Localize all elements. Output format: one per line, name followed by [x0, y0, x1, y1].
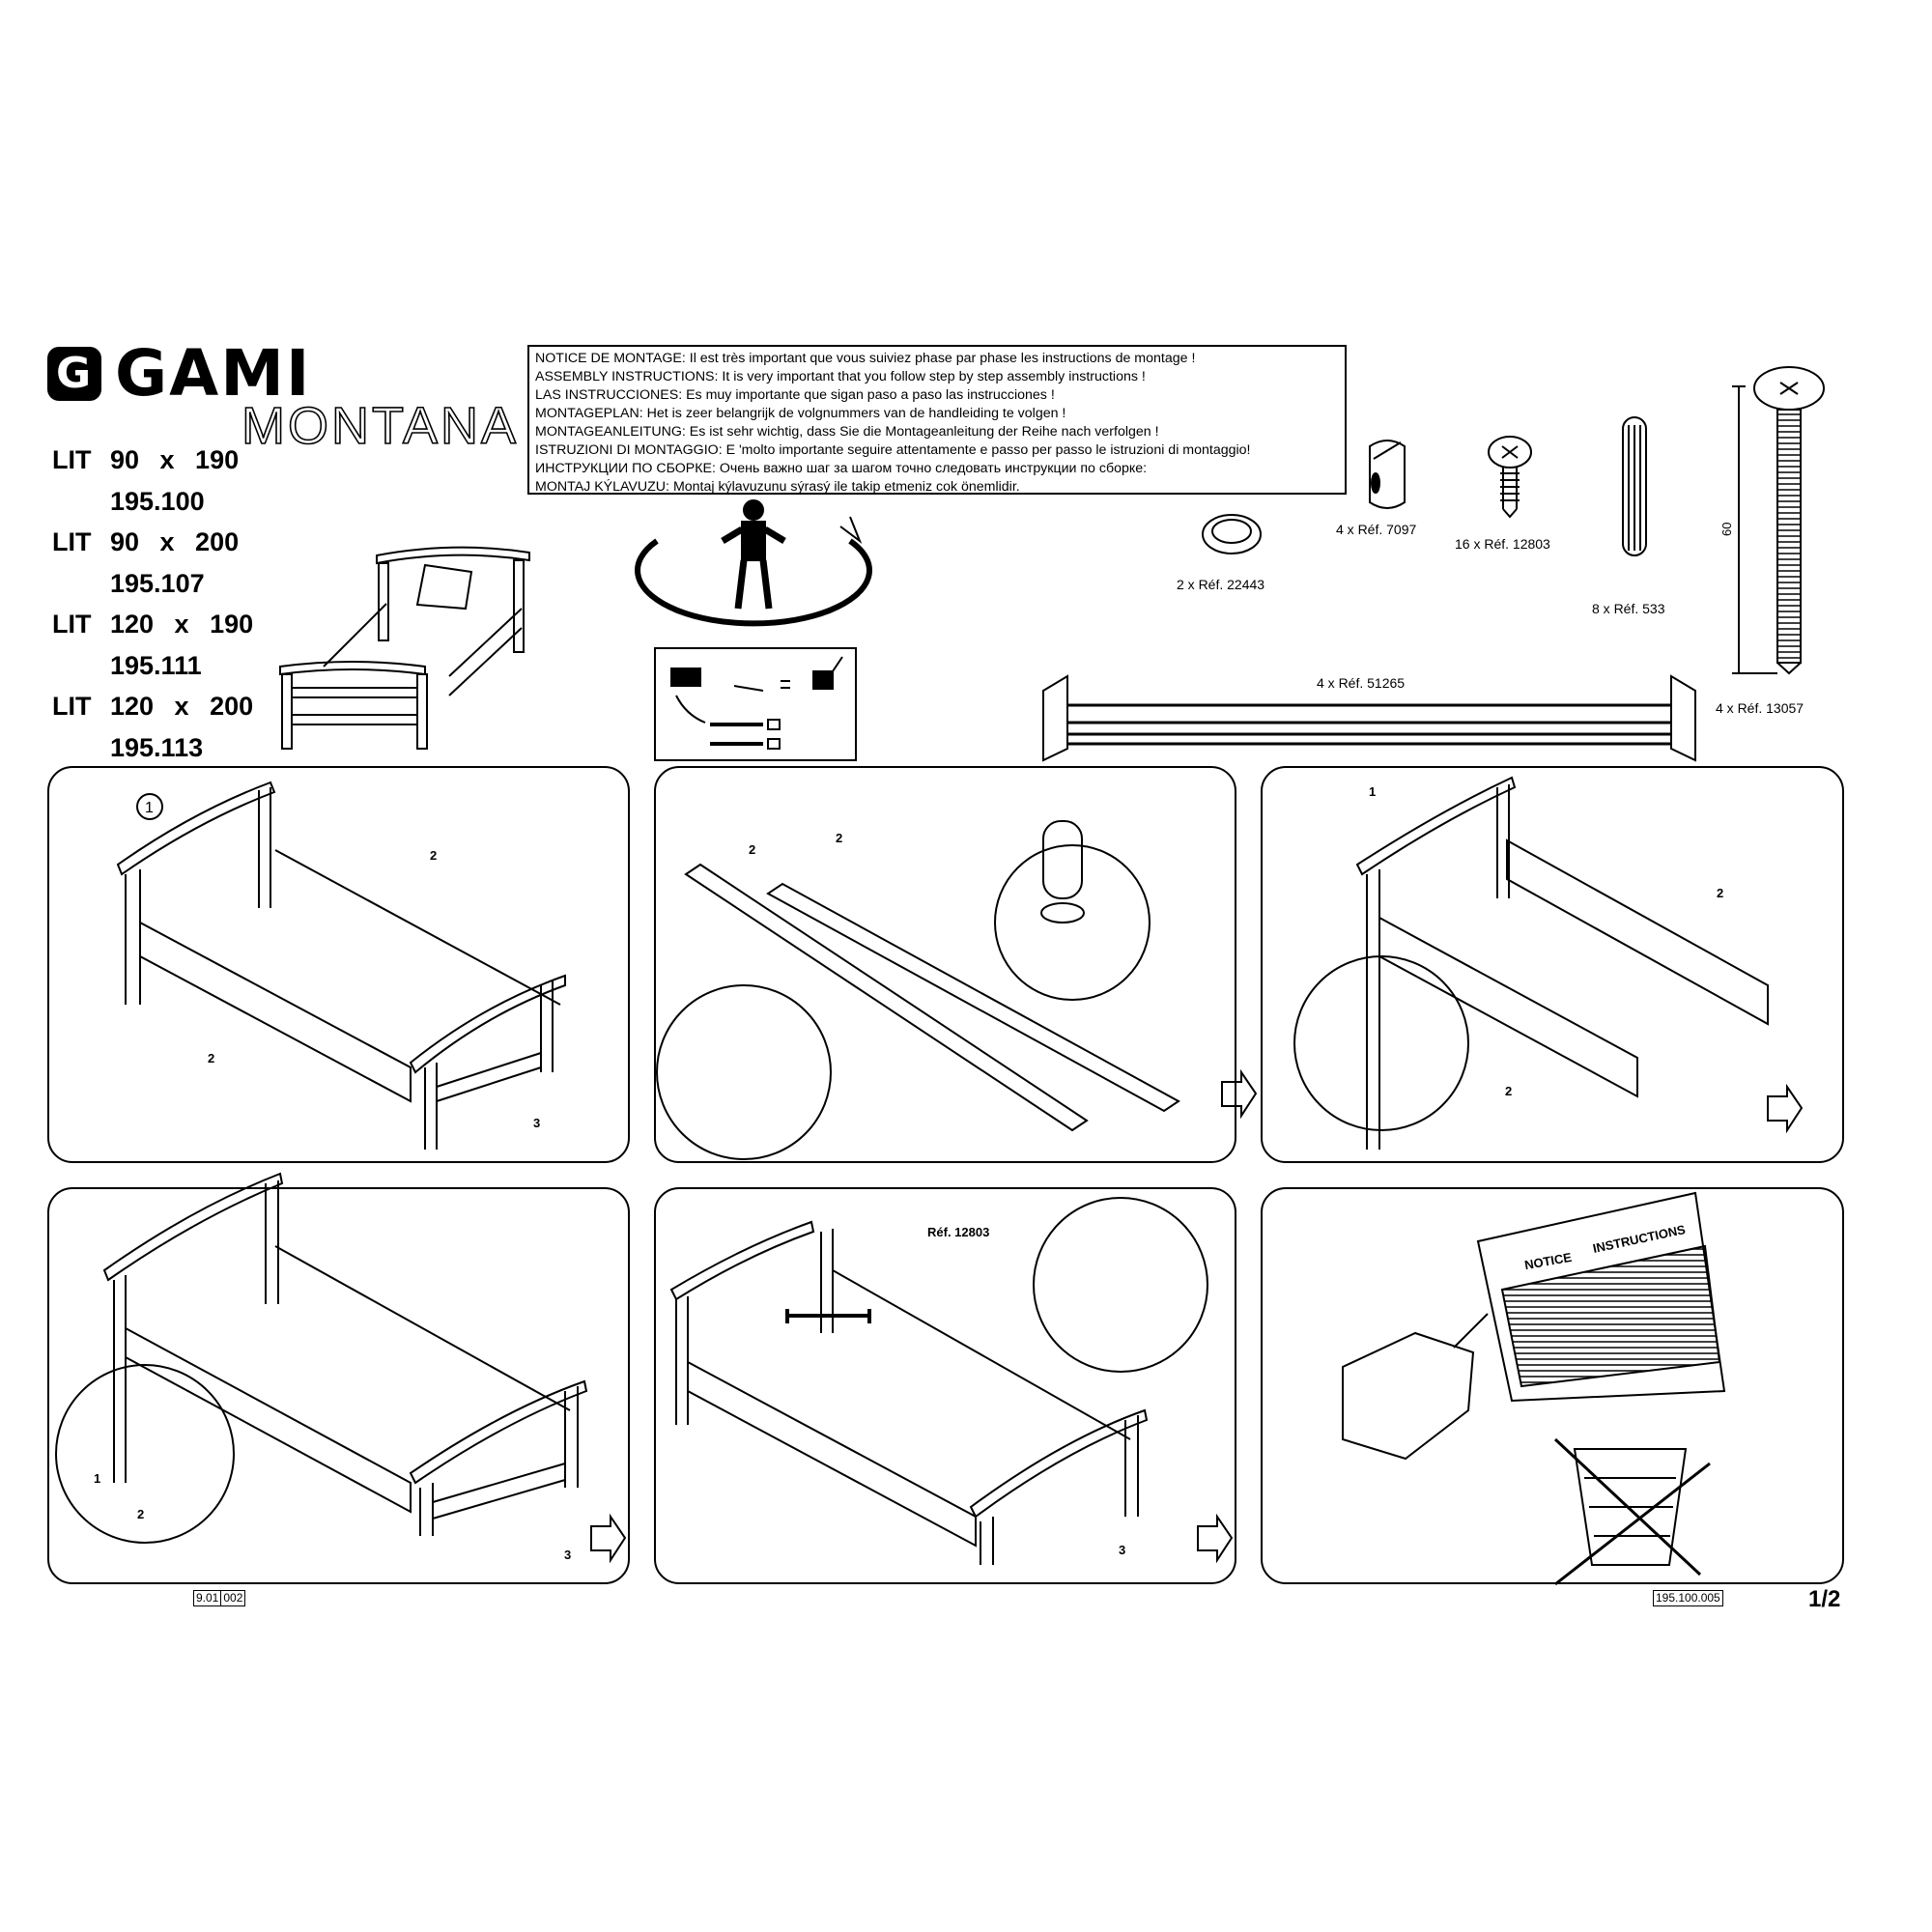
stamp-right: 195.100.005 — [1653, 1590, 1723, 1606]
callout: 3 — [1119, 1543, 1126, 1557]
notice-line-fr: NOTICE DE MONTAGE: Il est très important… — [535, 351, 1196, 366]
callout: 2 — [836, 831, 843, 845]
metal-rail-icon — [1042, 674, 1696, 762]
assembly-notice-box: NOTICE DE MONTAGE: Il est très important… — [527, 345, 1347, 495]
variant-ref: 195.107 — [110, 568, 205, 598]
step-5-panel — [654, 1187, 1236, 1584]
step5-ref-label: Réf. 12803 — [927, 1225, 990, 1239]
bolt-length-dimension: 60 — [1719, 523, 1734, 536]
part-label-metal-rail: 4 x Réf. 51265 — [1317, 675, 1406, 691]
step-6-panel — [1261, 1187, 1844, 1584]
dowel-icon — [1622, 416, 1647, 556]
bed-preview-drawing — [279, 546, 530, 750]
step-4-panel — [47, 1187, 630, 1584]
part-label-dowel: 8 x Réf. 533 — [1592, 601, 1665, 616]
tools-required-icon — [654, 647, 857, 761]
page-number: 1/2 — [1808, 1586, 1841, 1612]
part-label-wood-screw: 16 x Réf. 12803 — [1455, 536, 1550, 552]
cam-nut-icon — [1369, 440, 1406, 509]
step6-drawing — [1342, 1191, 1726, 1586]
two-person-assembly-icon — [635, 499, 872, 627]
callout: 2 — [208, 1051, 215, 1065]
variant-ref: 195.113 — [110, 732, 204, 762]
step1-drawing: 1 — [116, 781, 566, 1150]
callout: 1 — [94, 1471, 101, 1486]
gami-logo: G GAMI — [47, 342, 312, 406]
step-1-panel — [47, 766, 630, 1163]
step4-drawing — [55, 1172, 627, 1564]
step-3-panel — [1261, 766, 1844, 1163]
callout: 1 — [1369, 784, 1377, 799]
part-label-bolt: 4 x Réf. 13057 — [1716, 700, 1804, 716]
bolt-icon — [1732, 366, 1825, 675]
washer-icon — [1202, 514, 1262, 554]
notice-line-es: LAS INSTRUCCIONES: Es muy importante que… — [535, 387, 1055, 403]
model-name: MONTANA — [241, 397, 519, 455]
notice-line-nl: MONTAGEPLAN: Het is zeer belangrijk de v… — [535, 406, 1066, 421]
callout: 2 — [1717, 886, 1724, 900]
step2-drawing — [656, 820, 1258, 1160]
part-label-cam-nut: 4 x Réf. 7097 — [1336, 522, 1417, 537]
callout: 2 — [1505, 1084, 1513, 1098]
callout: 3 — [564, 1548, 572, 1562]
callout: 2 — [137, 1507, 145, 1521]
callout: 3 — [533, 1116, 541, 1130]
step-2-panel — [654, 766, 1236, 1163]
notice-line-it: ISTRUZIONI DI MONTAGGIO: E 'molto import… — [535, 442, 1251, 458]
wood-screw-icon — [1488, 436, 1532, 519]
callout: 2 — [430, 848, 438, 863]
step3-drawing — [1293, 776, 1804, 1150]
notice-line-de: MONTAGEANLEITUNG: Es ist sehr wichtig, d… — [535, 424, 1159, 440]
part-label-washer: 2 x Réf. 22443 — [1177, 577, 1265, 592]
callout: 1 — [145, 800, 154, 816]
variant-ref: 195.100 — [110, 486, 205, 516]
step5-drawing — [669, 1197, 1234, 1565]
variant-ref: 195.111 — [110, 650, 202, 680]
notice-line-en: ASSEMBLY INSTRUCTIONS: It is very import… — [535, 369, 1146, 384]
notice-line-ru: ИНСТРУКЦИИ ПО СБОРКЕ: Очень важно шаг за… — [535, 461, 1148, 476]
callout: 2 — [749, 842, 756, 857]
notice-line-tr: MONTAJ KÝLAVUZU: Montaj kýlavuzunu sýras… — [535, 479, 1020, 495]
